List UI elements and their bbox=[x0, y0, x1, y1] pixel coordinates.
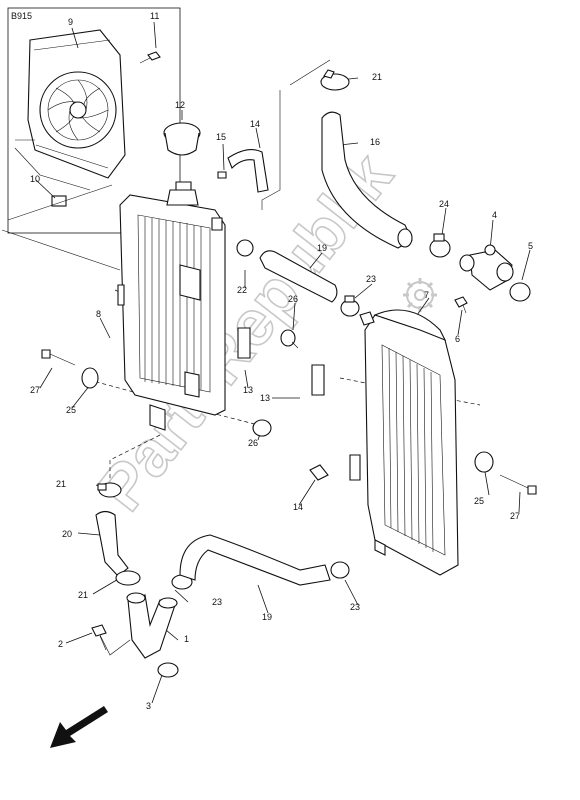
callout-27-right: 27 bbox=[510, 511, 520, 521]
callout-3: 3 bbox=[146, 701, 151, 711]
inset-label: B915 bbox=[11, 11, 32, 21]
grommet-14 bbox=[309, 464, 329, 481]
callout-23-d: 23 bbox=[350, 602, 360, 612]
clamp-21-bottom bbox=[115, 570, 141, 586]
callout-4: 4 bbox=[492, 210, 497, 220]
grommet-13-right bbox=[311, 364, 325, 396]
callout-11: 11 bbox=[150, 11, 159, 21]
callout-26-bottom: 26 bbox=[248, 438, 258, 448]
bracket-10 bbox=[51, 195, 67, 207]
o-ring-5 bbox=[509, 282, 531, 302]
callout-13-left: 13 bbox=[243, 385, 253, 395]
callout-21-top: 21 bbox=[372, 72, 382, 82]
callout-12: 12 bbox=[175, 100, 185, 110]
callout-18: 19 bbox=[317, 243, 327, 253]
clamp-23-a bbox=[236, 239, 254, 257]
clamp-21-top bbox=[320, 69, 350, 91]
callout-labels: 9 11 10 12 15 14 21 16 24 4 5 19 23 7 26… bbox=[30, 11, 533, 711]
clamp-22 bbox=[97, 482, 122, 498]
hose-19 bbox=[179, 534, 331, 586]
callout-17: 16 bbox=[370, 137, 380, 147]
callout-24: 24 bbox=[439, 199, 449, 209]
callout-5: 5 bbox=[528, 241, 533, 251]
bolt-27-left bbox=[41, 349, 76, 366]
damper-25-left bbox=[81, 367, 99, 389]
grommet-13-left bbox=[237, 327, 251, 359]
callout-8: 8 bbox=[96, 309, 101, 319]
fan-assembly bbox=[27, 29, 126, 179]
callout-15: 14 bbox=[250, 119, 260, 129]
clamp-23-d bbox=[330, 561, 350, 579]
callout-25-left: 25 bbox=[66, 405, 76, 415]
hose-20 bbox=[95, 510, 129, 577]
callout-23-c: 23 bbox=[212, 597, 222, 607]
callout-19: 19 bbox=[262, 612, 272, 622]
callout-6: 6 bbox=[455, 334, 460, 344]
hose-17 bbox=[321, 111, 413, 249]
bolt-2 bbox=[91, 624, 107, 651]
callout-25-right: 25 bbox=[474, 496, 484, 506]
callout-22: 21 bbox=[56, 479, 66, 489]
callout-2: 2 bbox=[58, 639, 63, 649]
clamp-23-b bbox=[340, 295, 360, 317]
callout-14: 14 bbox=[293, 502, 303, 512]
callout-13-right: 13 bbox=[260, 393, 270, 403]
gear-watermark-icon bbox=[403, 278, 437, 312]
callout-21-bottom: 21 bbox=[78, 590, 88, 600]
callout-9: 9 bbox=[68, 17, 73, 27]
hose-18 bbox=[259, 250, 338, 303]
callout-27-left: 27 bbox=[30, 385, 40, 395]
callout-10: 10 bbox=[30, 174, 40, 184]
radiator-cap-12 bbox=[163, 122, 201, 156]
joint-1 bbox=[126, 592, 178, 659]
callout-20: 20 bbox=[62, 529, 72, 539]
callout-1: 1 bbox=[184, 634, 189, 644]
hose-15 bbox=[217, 149, 269, 193]
callout-16: 15 bbox=[216, 132, 226, 142]
bolt-6 bbox=[454, 296, 468, 314]
bolt-27-right bbox=[499, 474, 537, 495]
o-ring-3 bbox=[157, 662, 179, 678]
callout-23-b: 23 bbox=[366, 274, 376, 284]
bolt-11 bbox=[139, 51, 161, 64]
radiator-left bbox=[117, 181, 226, 431]
radiator-right bbox=[349, 309, 459, 576]
damper-25-right bbox=[474, 451, 494, 473]
callout-7: 7 bbox=[424, 290, 429, 300]
inset-fan-box: B915 bbox=[7, 7, 181, 234]
fitting-4 bbox=[459, 244, 514, 291]
front-arrow-icon bbox=[50, 706, 108, 748]
bolt-26-bottom bbox=[252, 419, 272, 437]
clamp-24 bbox=[429, 233, 451, 258]
bolt-26-top bbox=[280, 329, 299, 349]
callout-26-top: 26 bbox=[288, 294, 298, 304]
callout-23-a: 22 bbox=[237, 285, 247, 295]
